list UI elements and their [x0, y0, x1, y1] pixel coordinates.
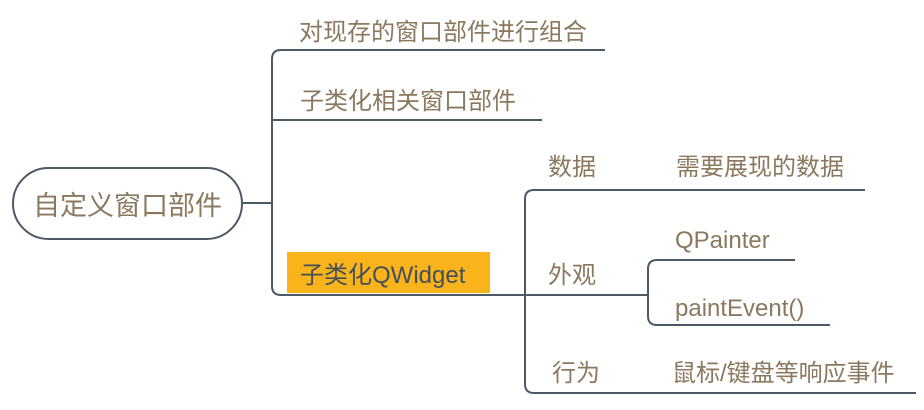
branch-subclass-qwidget-label: 子类化QWidget [300, 262, 466, 289]
node-appearance[interactable]: 外观 [548, 262, 596, 289]
connector-trunk1-branch1-branch3 [271, 49, 648, 296]
branch-compose-existing-widgets[interactable]: 对现存的窗口部件进行组合 [299, 19, 587, 46]
root-node-label: 自定义窗口部件 [33, 191, 222, 221]
node-behavior[interactable]: 行为 [552, 360, 600, 387]
node-behavior-detail[interactable]: 鼠标/键盘等响应事件 [672, 360, 895, 387]
branch-subclass-related-widgets[interactable]: 子类化相关窗口部件 [300, 88, 516, 115]
root-node[interactable]: 自定义窗口部件 [12, 167, 243, 240]
node-data[interactable]: 数据 [548, 154, 596, 181]
connector-bracket-qpainter-paintevent [647, 259, 830, 326]
connector-trunk2-data-behavior [524, 189, 916, 394]
node-qpainter[interactable]: QPainter [675, 227, 770, 254]
node-paintevent[interactable]: paintEvent() [675, 295, 805, 322]
node-data-detail[interactable]: 需要展现的数据 [676, 154, 844, 181]
branch-subclass-qwidget[interactable]: 子类化QWidget [287, 252, 490, 293]
